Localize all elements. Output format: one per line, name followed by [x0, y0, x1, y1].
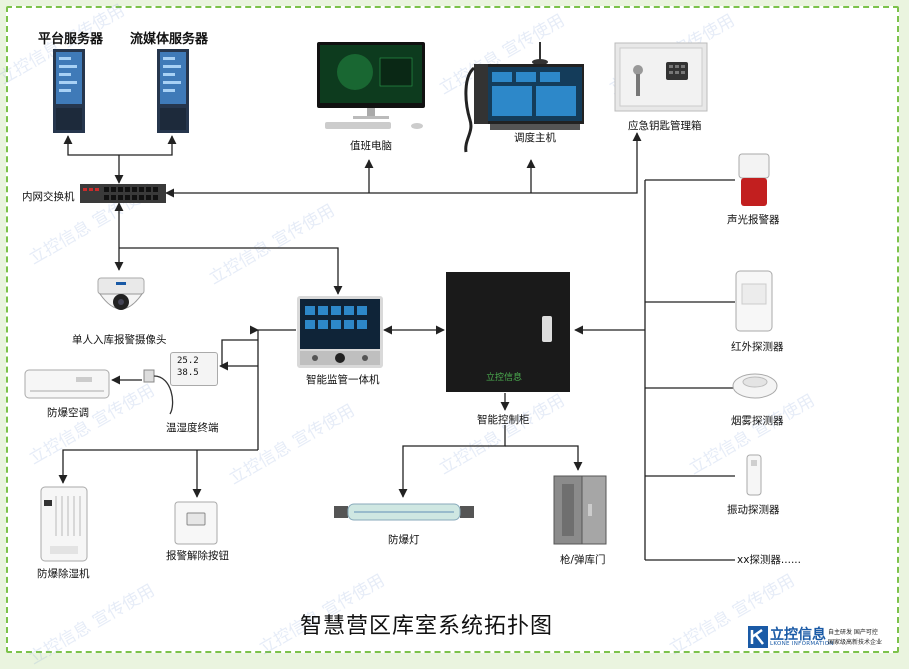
logo-tagline-1: 自主研发 国产可控 — [828, 629, 878, 636]
armory-door-icon — [553, 475, 607, 545]
infrared-label: 红外探测器 — [731, 341, 784, 353]
media-server-label: 流媒体服务器 — [130, 32, 209, 47]
humidity-readout: 38.5 — [177, 368, 199, 378]
smoke-detector-icon — [732, 373, 778, 399]
explosion-proof-lamp-icon — [334, 503, 474, 521]
server-icon — [53, 49, 85, 133]
platform-server-label: 平台服务器 — [38, 32, 104, 47]
th-terminal-label: 温湿度终端 — [166, 422, 219, 434]
smoke-label: 烟雾探测器 — [731, 415, 784, 427]
alarm-reset-button-icon — [174, 501, 218, 545]
armory-door-label: 枪/弹库门 — [560, 554, 606, 566]
dispatch-console-icon — [464, 42, 584, 153]
control-cabinet-label: 智能控制柜 — [477, 414, 530, 426]
aircon-label: 防爆空调 — [47, 407, 89, 419]
control-cabinet-icon: 立控信息 — [446, 272, 570, 392]
dehumidifier-icon — [40, 486, 88, 562]
siren-icon — [738, 153, 770, 206]
key-safe-icon — [614, 42, 708, 112]
aio-terminal-label: 智能监管一体机 — [306, 374, 380, 386]
network-switch-icon — [80, 184, 166, 203]
desktop-computer-icon — [317, 42, 425, 129]
diagram-title: 智慧营区库室系统拓扑图 — [300, 614, 554, 639]
other-detector-label: xx探测器...... — [737, 554, 801, 566]
dome-camera-icon — [97, 277, 145, 310]
switch-label: 内网交换机 — [22, 191, 75, 203]
sensor-probe-icon — [143, 369, 174, 415]
dispatch-host-label: 调度主机 — [514, 132, 556, 144]
dehumidifier-label: 防爆除湿机 — [37, 568, 90, 580]
company-logo: 立控信息 LKONE INFORMATION 自主研发 国产可控 国家级高新技术… — [748, 624, 898, 650]
logo-name: 立控信息 — [770, 627, 826, 643]
lamp-label: 防爆灯 — [388, 534, 420, 546]
logo-mark-icon — [748, 626, 768, 648]
cabinet-brand: 立控信息 — [486, 373, 523, 383]
logo-tagline-2: 国家级高新技术企业 — [828, 639, 883, 646]
siren-label: 声光报警器 — [727, 214, 780, 226]
thermo-hygrometer-icon: 25.2 38.5 — [170, 352, 218, 386]
cabinet-door-handle — [542, 316, 552, 342]
smart-terminal-icon — [297, 296, 383, 368]
server-icon — [157, 49, 189, 133]
air-conditioner-icon — [24, 369, 110, 399]
duty-pc-label: 值班电脑 — [350, 140, 392, 152]
alarm-button-label: 报警解除按钮 — [166, 550, 229, 562]
logo-english: LKONE INFORMATION — [770, 641, 834, 647]
infrared-detector-icon — [735, 270, 773, 332]
key-cabinet-label: 应急钥匙管理箱 — [628, 120, 702, 132]
camera-label: 单人入库报警摄像头 — [72, 334, 167, 346]
temp-readout: 25.2 — [177, 356, 199, 366]
vibration-label: 振动探测器 — [727, 504, 780, 516]
vibration-detector-icon — [746, 454, 762, 496]
